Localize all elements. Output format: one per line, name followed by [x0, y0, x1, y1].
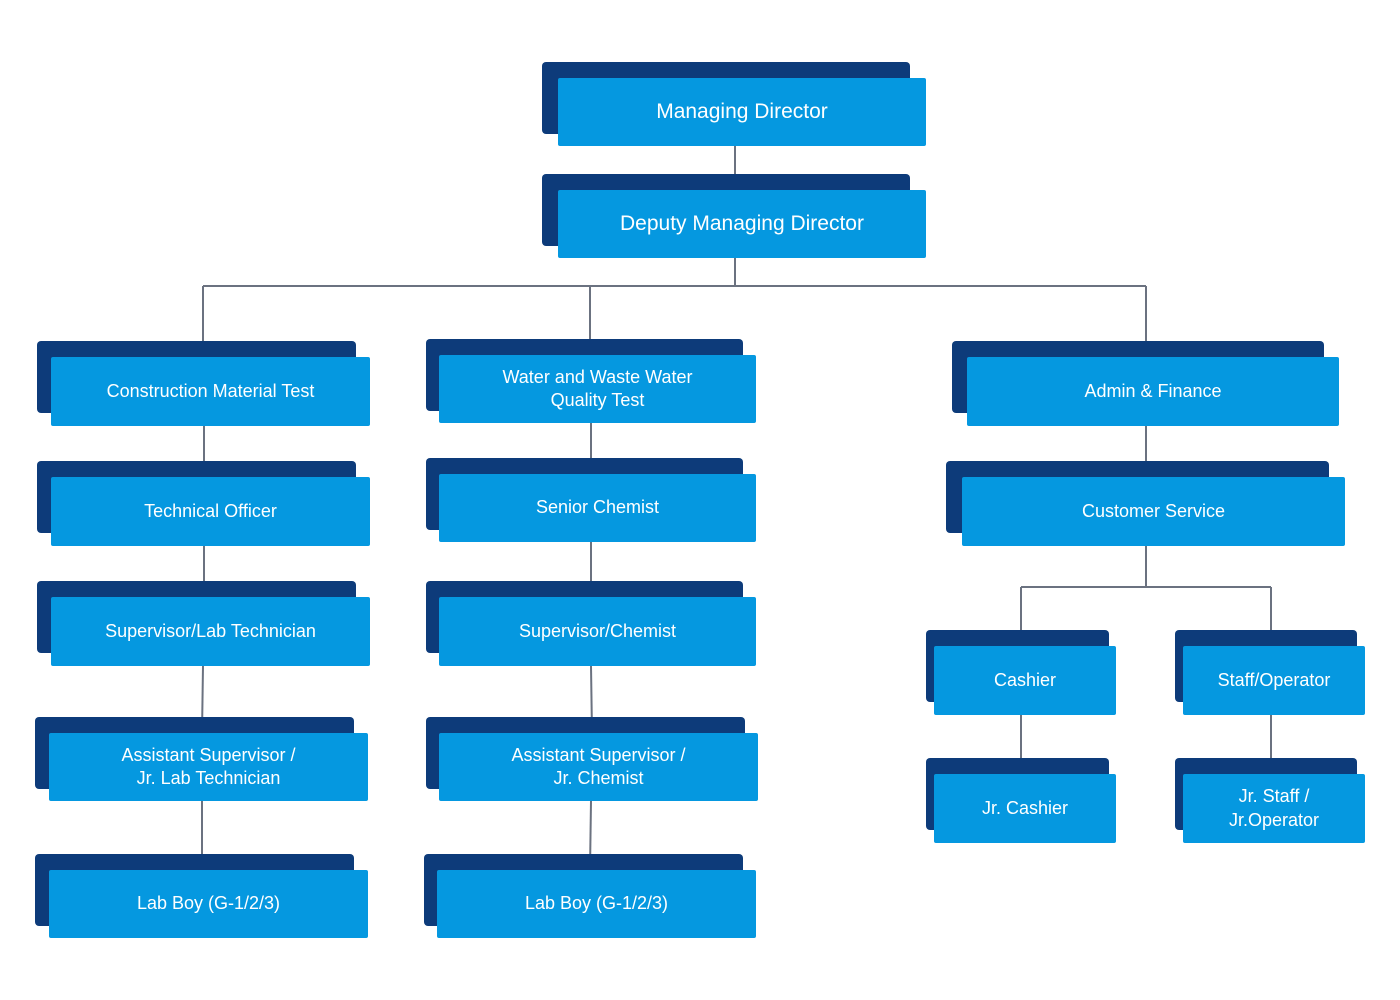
org-chart: Managing Director Deputy Managing Direct… — [35, 62, 1365, 938]
